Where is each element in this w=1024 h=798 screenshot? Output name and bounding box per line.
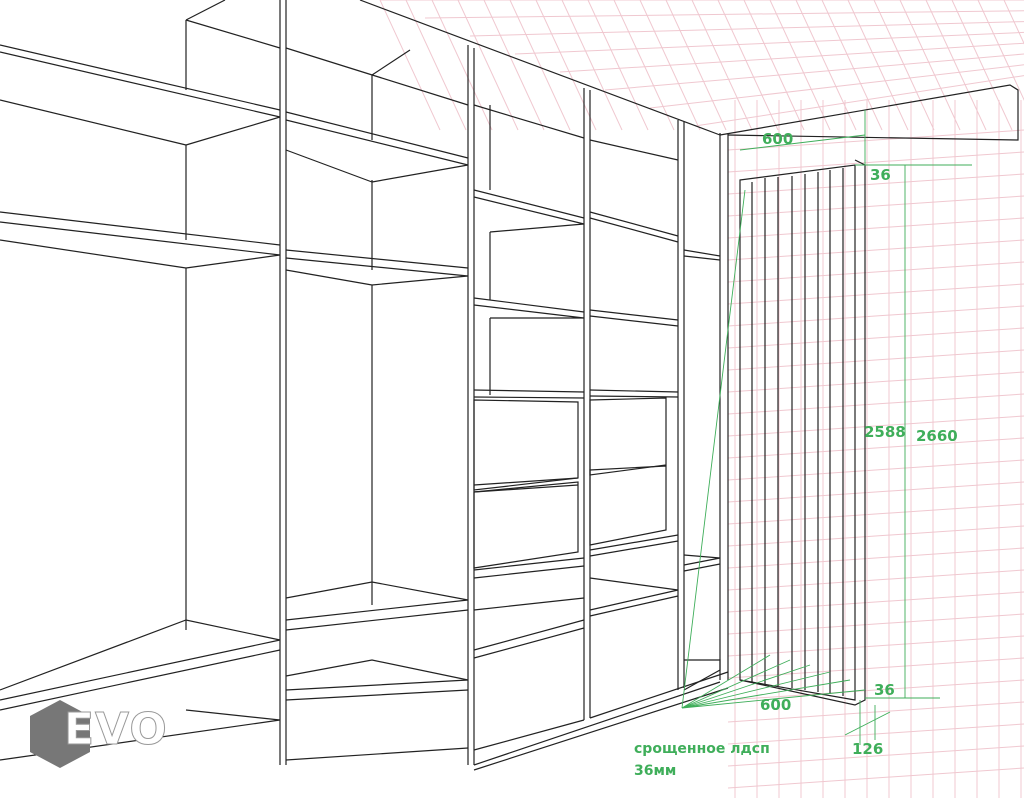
grid-line	[727, 371, 1024, 393]
grid-line	[727, 129, 1024, 151]
grid-line	[561, 0, 623, 131]
dim-bottom-depth: 600	[760, 696, 792, 714]
grid-line	[604, 53, 1024, 91]
dimension-lines	[681, 110, 972, 745]
grid-line	[821, 0, 883, 131]
grid-line	[483, 0, 545, 131]
grid-line	[727, 151, 1024, 173]
grid-line	[424, 10, 1024, 19]
material-note-line1: срощенное лдсп	[634, 741, 770, 757]
material-note: срощенное лдсп 36мм	[634, 738, 770, 782]
grid-line	[727, 503, 1024, 525]
grid-line	[727, 635, 1024, 657]
grid-line	[925, 0, 987, 131]
grid-line	[457, 0, 519, 131]
dim-top-depth: 600	[762, 130, 794, 148]
grid-line	[509, 0, 571, 131]
grid-line	[873, 0, 935, 131]
grid-line	[587, 0, 649, 131]
grid-line	[847, 0, 909, 131]
grid-line	[743, 0, 805, 131]
floor-wall-grid	[379, 0, 1024, 798]
grid-line	[727, 239, 1024, 261]
grid-line	[727, 569, 1024, 591]
grid-line	[727, 415, 1024, 437]
grid-line	[717, 0, 779, 131]
material-note-line2: 36мм	[634, 763, 677, 779]
logo-text: EVO	[64, 704, 168, 756]
grid-line	[727, 745, 1024, 767]
grid-line	[727, 459, 1024, 481]
grid-line	[977, 0, 1024, 101]
grid-line	[727, 173, 1024, 195]
grid-line	[727, 349, 1024, 371]
grid-line	[469, 21, 1024, 37]
grid-line	[795, 0, 857, 131]
grid-line	[727, 481, 1024, 503]
grid-line	[727, 393, 1024, 415]
grid-line	[899, 0, 961, 131]
grid-line	[613, 0, 675, 131]
grid-line	[727, 217, 1024, 239]
grid-line	[727, 679, 1024, 701]
grid-line	[727, 327, 1024, 349]
grid-line	[559, 42, 1024, 73]
grid-line	[691, 0, 753, 131]
evo-logo-hexagon	[30, 700, 90, 768]
dim-top-thickness: 36	[870, 166, 891, 184]
grid-line	[379, 0, 441, 131]
grid-line	[727, 283, 1024, 305]
dim-inner-height: 2588	[864, 423, 906, 441]
grid-line	[514, 31, 1024, 55]
grid-line	[665, 0, 727, 131]
grid-line	[431, 0, 493, 131]
grid-line	[649, 64, 1024, 109]
dim-plinth: 126	[852, 740, 884, 758]
grid-line	[727, 591, 1024, 613]
grid-line	[727, 437, 1024, 459]
grid-line	[727, 613, 1024, 635]
grid-line	[951, 0, 1013, 131]
grid-line	[769, 0, 831, 131]
grid-line	[727, 767, 1024, 789]
grid-line	[727, 547, 1024, 569]
grid-line	[727, 723, 1024, 745]
grid-line	[727, 305, 1024, 327]
grid-line	[727, 525, 1024, 547]
grid-line	[727, 195, 1024, 217]
grid-line	[405, 0, 467, 131]
grid-line	[727, 657, 1024, 679]
grid-line	[727, 261, 1024, 283]
grid-line	[694, 75, 1024, 127]
evo-logo: EVO	[28, 700, 168, 770]
grid-line	[727, 701, 1024, 723]
dim-bottom-thickness: 36	[874, 681, 895, 699]
grid-line	[535, 0, 597, 131]
dim-total-height: 2660	[916, 427, 958, 445]
